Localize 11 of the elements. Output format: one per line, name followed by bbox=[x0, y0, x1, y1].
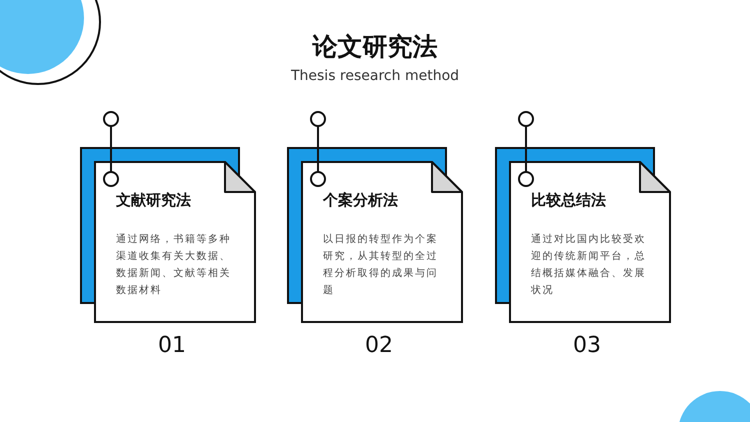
card-body-text: 通过网络，书籍等多种渠道收集有关大数据、数据新闻、文献等相关数据材料 bbox=[116, 232, 232, 298]
card-body-text: 以日报的转型作为个案研究，从其转型的全过程分析取得的成果与问题 bbox=[323, 232, 439, 298]
slide-title: 论文研究法 bbox=[311, 31, 438, 63]
step-number: 03 bbox=[572, 333, 602, 358]
step-number: 01 bbox=[157, 333, 187, 358]
card-heading: 文献研究法 bbox=[116, 191, 191, 210]
step-number: 02 bbox=[364, 333, 394, 358]
card-heading: 比较总结法 bbox=[531, 191, 606, 210]
card-heading: 个案分析法 bbox=[323, 191, 398, 210]
slide-subtitle: Thesis research method bbox=[290, 68, 460, 84]
card-body-text: 通过对比国内比较受欢迎的传统新闻平台，总结概括媒体融合、发展状况 bbox=[531, 232, 647, 298]
